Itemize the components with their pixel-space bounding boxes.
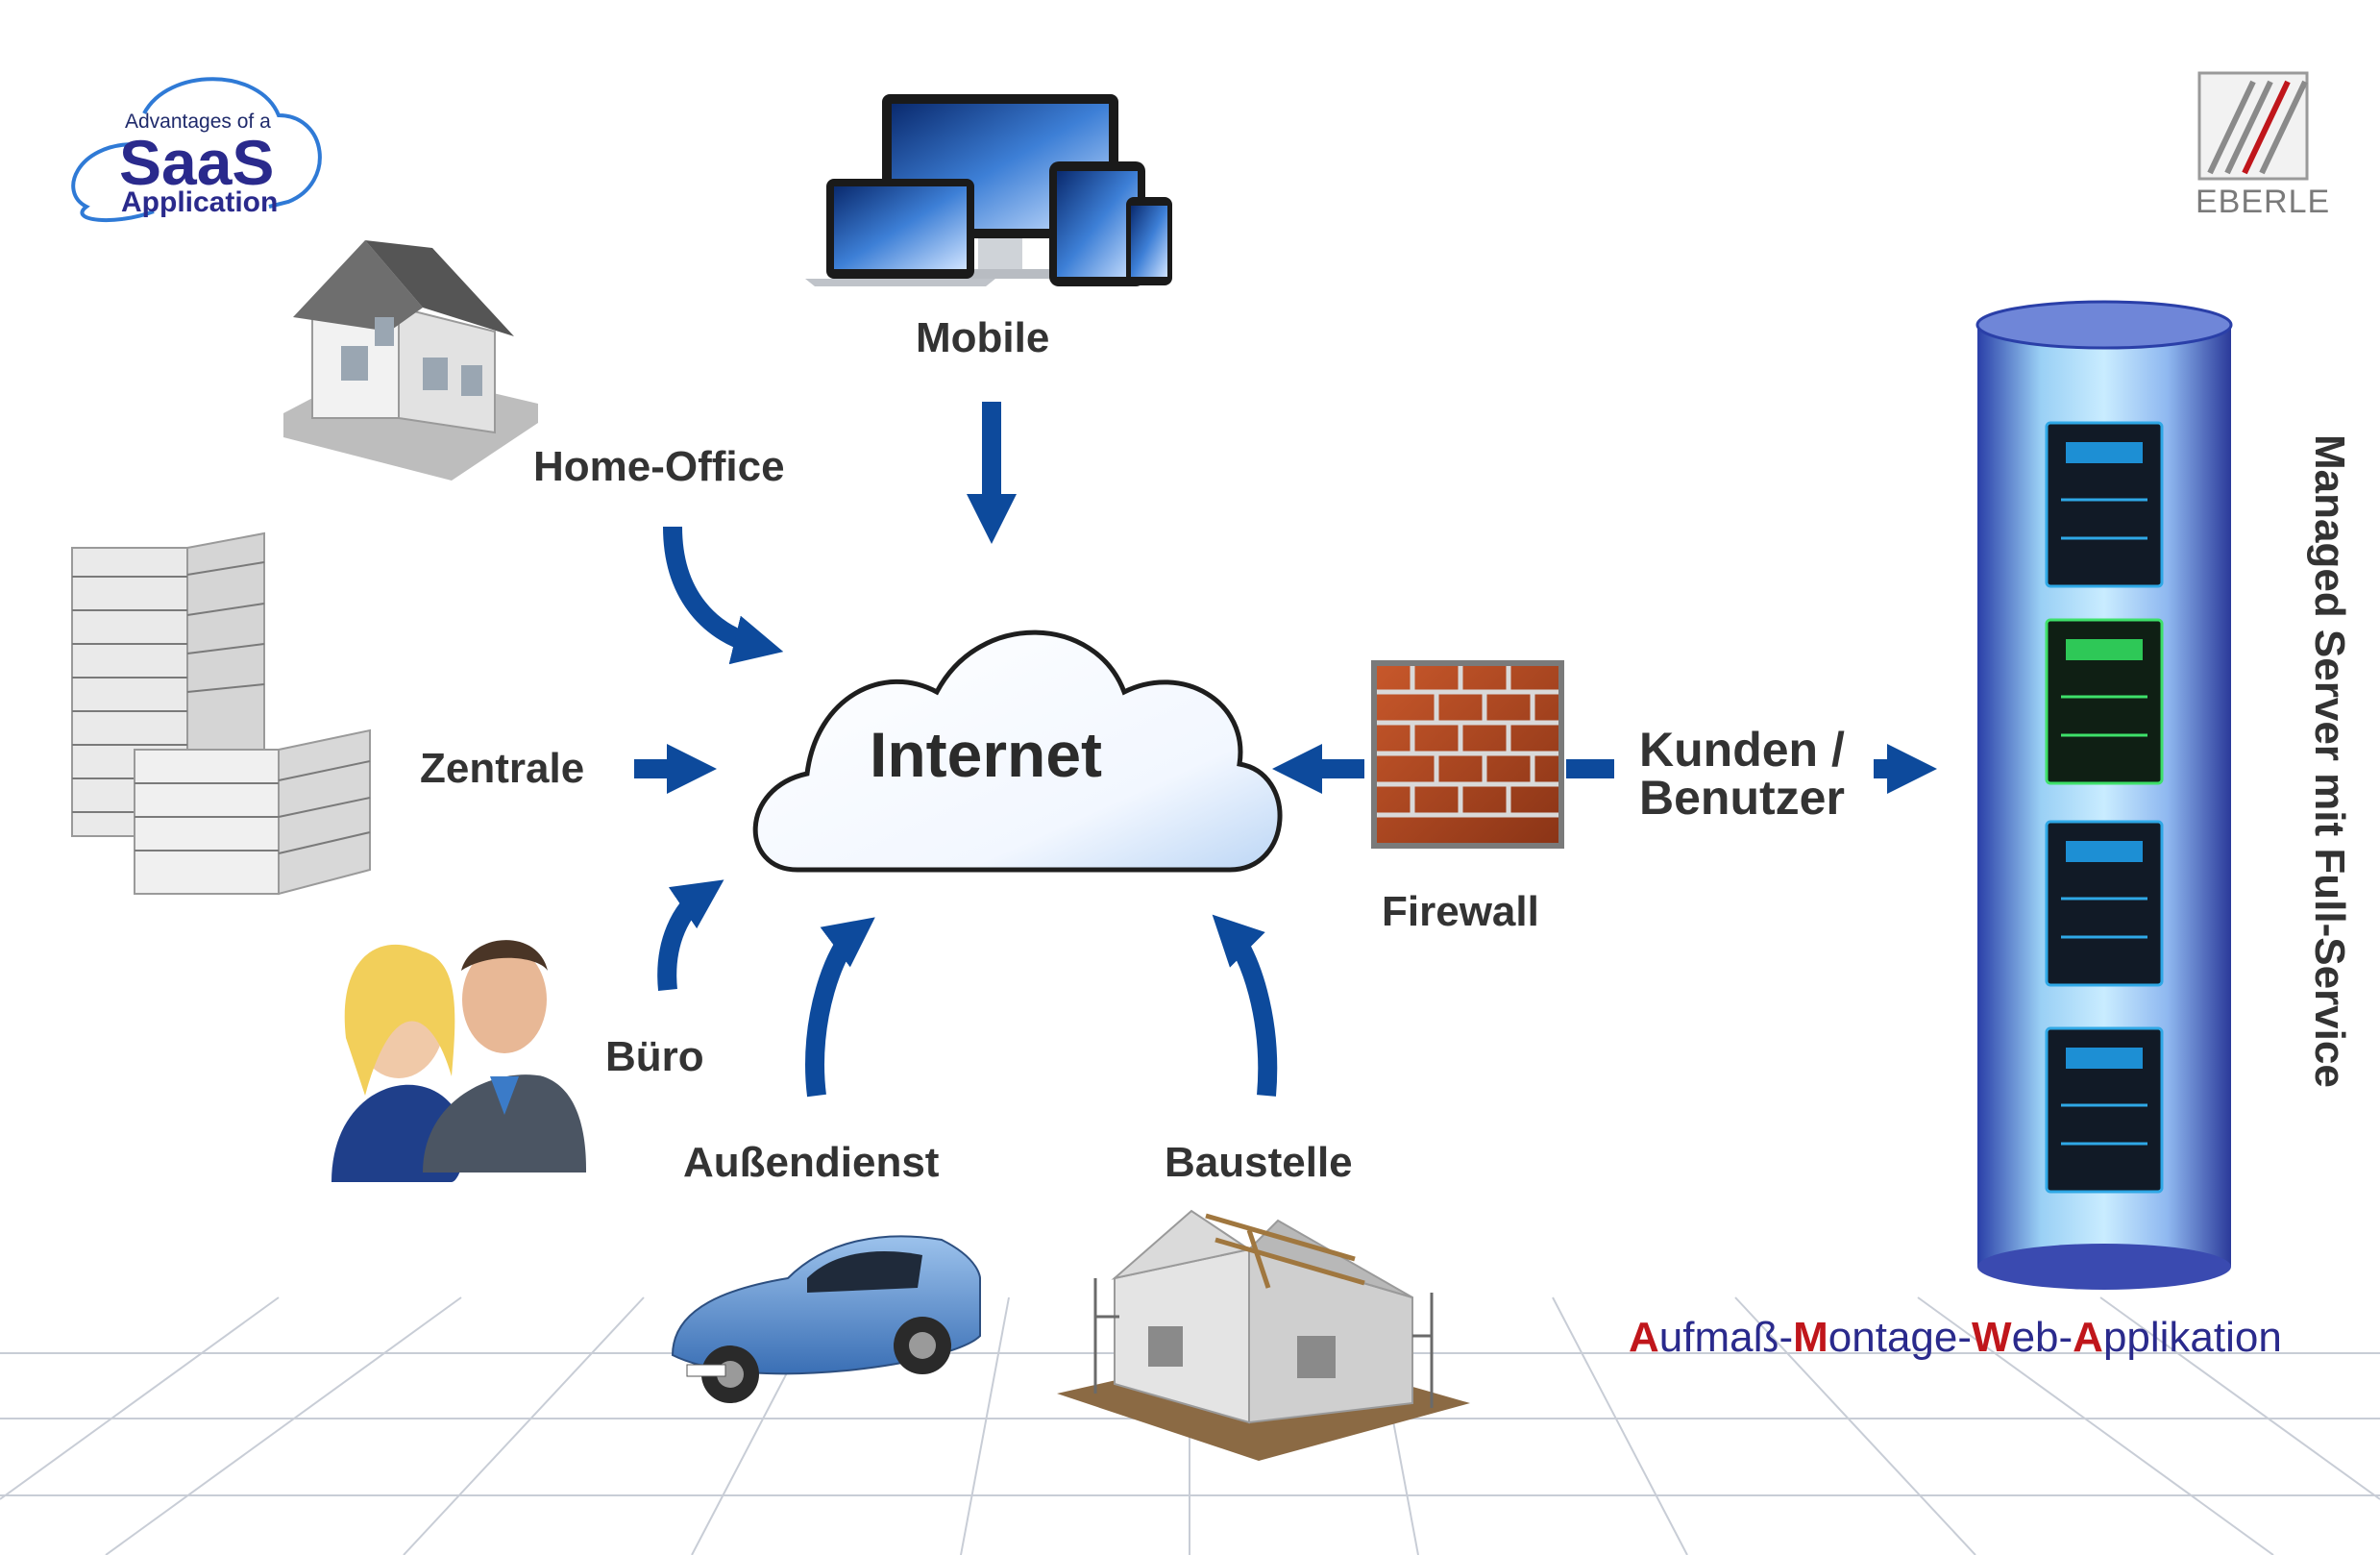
label-aussendienst: Außendienst bbox=[683, 1139, 940, 1186]
eberle-logo-text: EBERLE bbox=[2196, 184, 2331, 220]
tagline-rest-1: ufmaß- bbox=[1658, 1314, 1794, 1361]
label-benutzer: Benutzer bbox=[1639, 771, 1845, 825]
saas-cloud-outline bbox=[71, 77, 322, 222]
server-tower-1 bbox=[2045, 421, 2164, 588]
tagline: Aufmaß-Montage-Web-Applikation bbox=[1629, 1317, 2282, 1359]
label-firewall: Firewall bbox=[1382, 888, 1539, 935]
internet-cloud bbox=[752, 629, 1283, 873]
saas-badge-title: SaaS bbox=[119, 127, 275, 198]
arrow-homeoffice-to-internet bbox=[663, 526, 784, 665]
internet-label: Internet bbox=[870, 719, 1103, 790]
saas-badge-top-text: Advantages of a bbox=[125, 111, 271, 133]
arrow-buero-to-internet bbox=[657, 879, 724, 991]
label-kunden: Kunden / bbox=[1639, 723, 1845, 777]
mobile-devices-illustration bbox=[805, 94, 1172, 286]
arrow-baustelle-to-internet bbox=[1212, 914, 1278, 1097]
label-home-office: Home-Office bbox=[533, 443, 785, 490]
house-illustration bbox=[283, 240, 538, 481]
arrow-aussendienst-to-internet bbox=[805, 917, 875, 1098]
label-buero: Büro bbox=[605, 1033, 704, 1080]
tagline-cap-4: A bbox=[2073, 1314, 2103, 1361]
tagline-rest-2: ontage- bbox=[1828, 1314, 1973, 1361]
tagline-cap-2: M bbox=[1793, 1314, 1828, 1361]
server-tower-4 bbox=[2045, 1026, 2164, 1194]
eberle-logo-mark bbox=[2197, 71, 2309, 181]
label-mobile: Mobile bbox=[916, 314, 1050, 361]
office-people-illustration bbox=[331, 940, 586, 1182]
tagline-rest-3: eb- bbox=[2011, 1314, 2073, 1361]
tagline-cap-3: W bbox=[1972, 1314, 2012, 1361]
label-zentrale: Zentrale bbox=[420, 745, 585, 792]
construction-site-illustration bbox=[1057, 1209, 1470, 1461]
tagline-cap-1: A bbox=[1629, 1314, 1659, 1361]
saas-badge-bottom-text: Application bbox=[121, 186, 279, 218]
saas-badge: Advantages of a SaaS Application bbox=[60, 69, 338, 223]
server-tower-2 bbox=[2045, 618, 2164, 785]
label-baustelle: Baustelle bbox=[1165, 1139, 1353, 1186]
office-building-illustration bbox=[71, 531, 371, 896]
firewall-wall-illustration bbox=[1371, 660, 1564, 849]
tagline-rest-4: pplikation bbox=[2102, 1314, 2282, 1361]
car-illustration bbox=[671, 1235, 981, 1403]
server-tower-3 bbox=[2045, 820, 2164, 987]
managed-server-label: Managed Server mit Full-Service bbox=[2306, 434, 2353, 1088]
